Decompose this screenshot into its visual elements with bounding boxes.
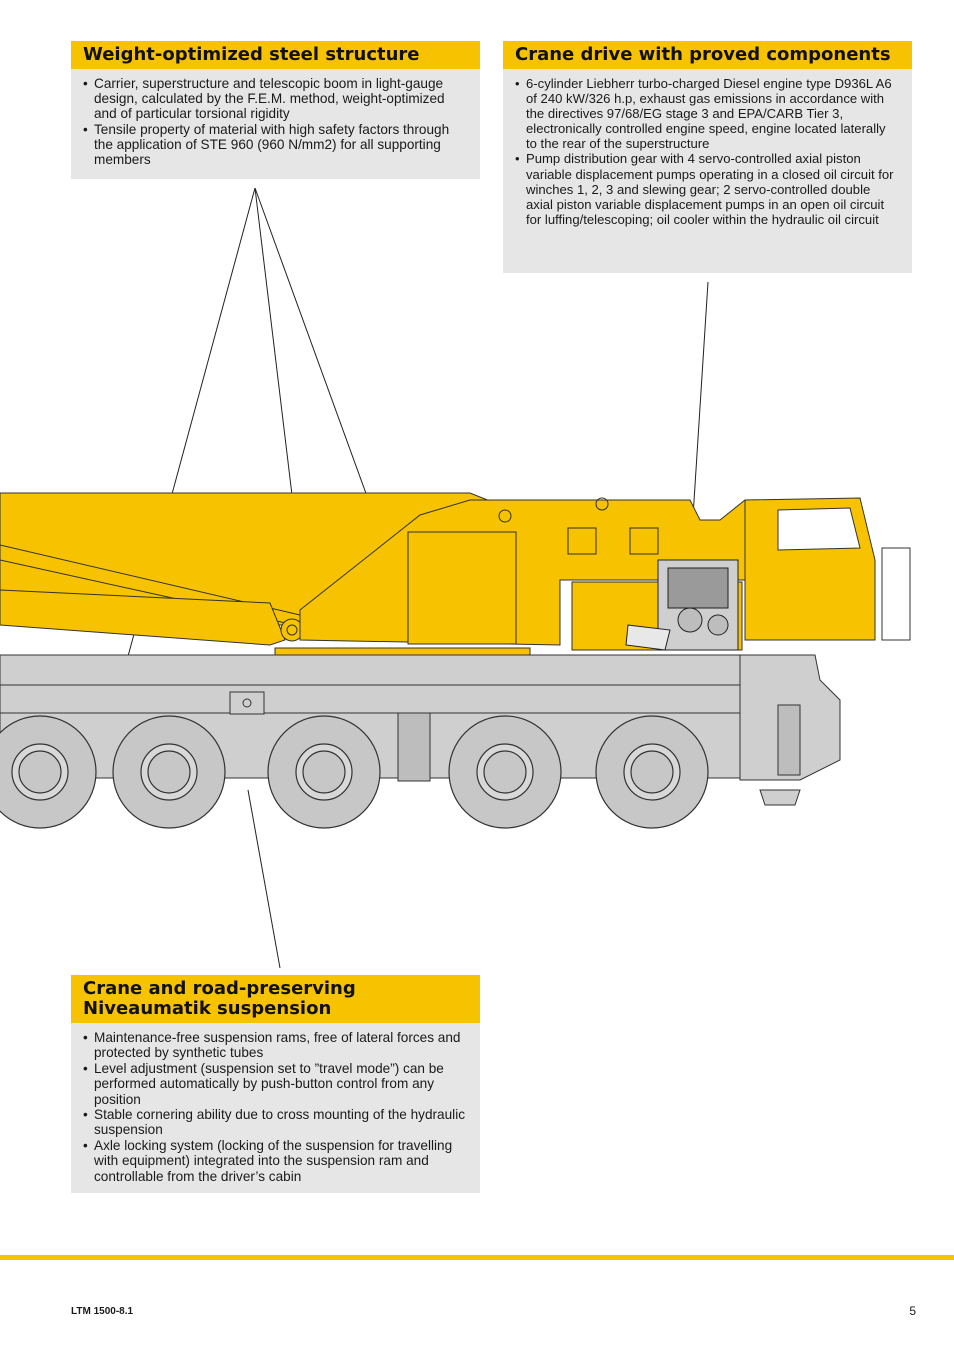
list-item: Maintenance-free suspension rams, free o… (83, 1030, 466, 1061)
suspension-title: Crane and road-preserving Niveaumatik su… (71, 975, 480, 1023)
footer-rule (0, 1255, 954, 1260)
wheels (0, 715, 709, 829)
page-number: 5 (909, 1304, 916, 1318)
crane-drive-title: Crane drive with proved components (503, 41, 912, 69)
steel-structure-title: Weight-optimized steel structure (71, 41, 480, 69)
wheel (0, 715, 97, 829)
list-item: Stable cornering ability due to cross mo… (83, 1107, 466, 1138)
list-item: Carrier, superstructure and telescopic b… (83, 76, 466, 122)
list-item: Tensile property of material with high s… (83, 122, 466, 168)
steel-structure-box: Weight-optimized steel structure Carrier… (71, 41, 480, 179)
wheel (112, 715, 226, 829)
engine-illustration (625, 559, 739, 651)
footer-model-name: LTM 1500-8.1 (71, 1306, 134, 1317)
steel-structure-list: Carrier, superstructure and telescopic b… (71, 69, 480, 175)
list-item: 6-cylinder Liebherr turbo-charged Diesel… (515, 76, 898, 151)
suspension-box: Crane and road-preserving Niveaumatik su… (71, 975, 480, 1193)
wheel (448, 715, 562, 829)
wheel (595, 715, 709, 829)
suspension-list: Maintenance-free suspension rams, free o… (71, 1023, 480, 1192)
wheel (267, 715, 381, 829)
list-item: Pump distribution gear with 4 servo-cont… (515, 151, 898, 226)
list-item: Axle locking system (locking of the susp… (83, 1138, 466, 1184)
list-item: Level adjustment (suspension set to ”tra… (83, 1061, 466, 1107)
crane-drive-box: Crane drive with proved components 6-cyl… (503, 41, 912, 273)
crane-drive-list: 6-cylinder Liebherr turbo-charged Diesel… (503, 69, 912, 235)
